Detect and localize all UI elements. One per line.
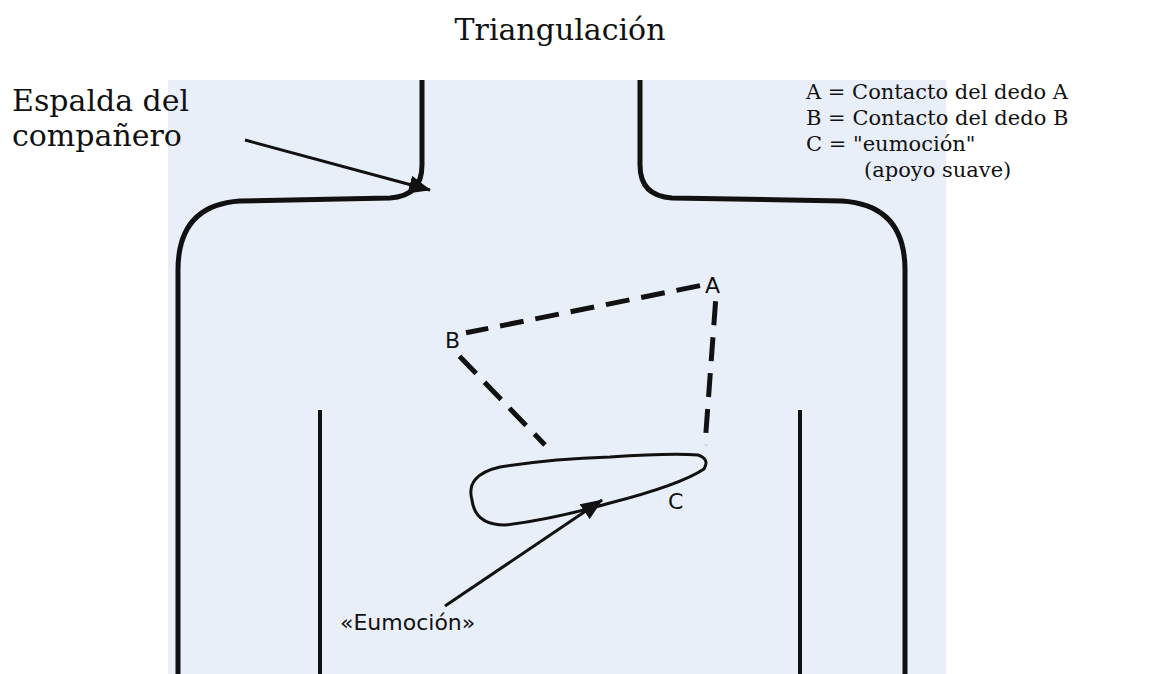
page-ground [168, 80, 946, 674]
dashed-connector [460, 356, 546, 445]
dashed-connector [705, 301, 716, 445]
right-arm-line [798, 410, 802, 674]
point-letter: B [445, 328, 461, 353]
leader-arrow [445, 500, 602, 606]
leader-arrow [245, 140, 430, 190]
legend-line: A = Contacto del dedo A [806, 80, 1068, 105]
callout-label: Espalda del compañero [12, 84, 262, 153]
left-outline [178, 80, 422, 674]
eumocion-region: C [460, 445, 710, 540]
dashed-connector [466, 286, 700, 333]
legend-line: C = "eumoción" [806, 132, 976, 157]
contact-point: B [440, 325, 466, 356]
point-letter: C [668, 489, 683, 514]
contact-point: A [700, 270, 726, 301]
legend-line: B = Contacto del dedo B [806, 106, 1068, 131]
point-letter: A [705, 273, 721, 298]
callout-label: «Eumoción» [340, 610, 475, 636]
legend-line: (apoyo suave) [864, 158, 1011, 183]
left-arm-line [318, 410, 322, 674]
diagram-title: Triangulación [0, 12, 1120, 48]
